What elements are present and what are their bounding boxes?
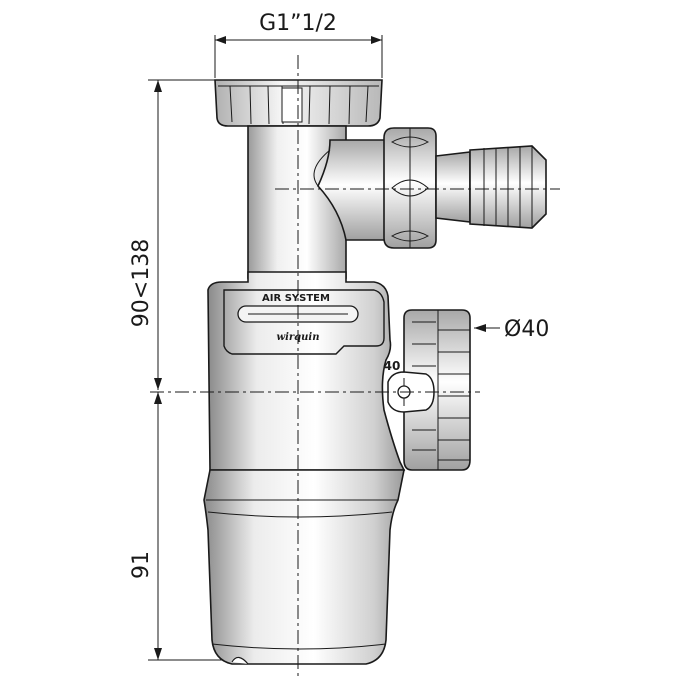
top-nut	[214, 79, 383, 127]
size-mark-label: 40	[384, 359, 401, 373]
dimension-outlet-diameter-label: Ø40	[504, 317, 549, 342]
side-nut	[383, 127, 437, 249]
outlet-nut: 40	[384, 309, 471, 471]
dimension-lower-height-label: 91	[129, 551, 154, 579]
dimension-lower-height: 91	[129, 392, 245, 661]
lower-cup	[203, 469, 405, 665]
brand-line1: AIR SYSTEM	[262, 293, 330, 304]
hose-barb-connector	[435, 145, 547, 229]
dimension-upper-height: 90<138	[129, 79, 215, 390]
dimension-top-width: G1”1/2	[214, 11, 383, 78]
dimension-upper-height-label: 90<138	[129, 239, 154, 327]
dimension-outlet-diameter: Ø40	[474, 317, 549, 342]
center-lines	[150, 55, 560, 680]
siphon-bowl: AIR SYSTEM wirquin	[207, 271, 406, 471]
dimension-top-width-label: G1”1/2	[259, 11, 337, 36]
